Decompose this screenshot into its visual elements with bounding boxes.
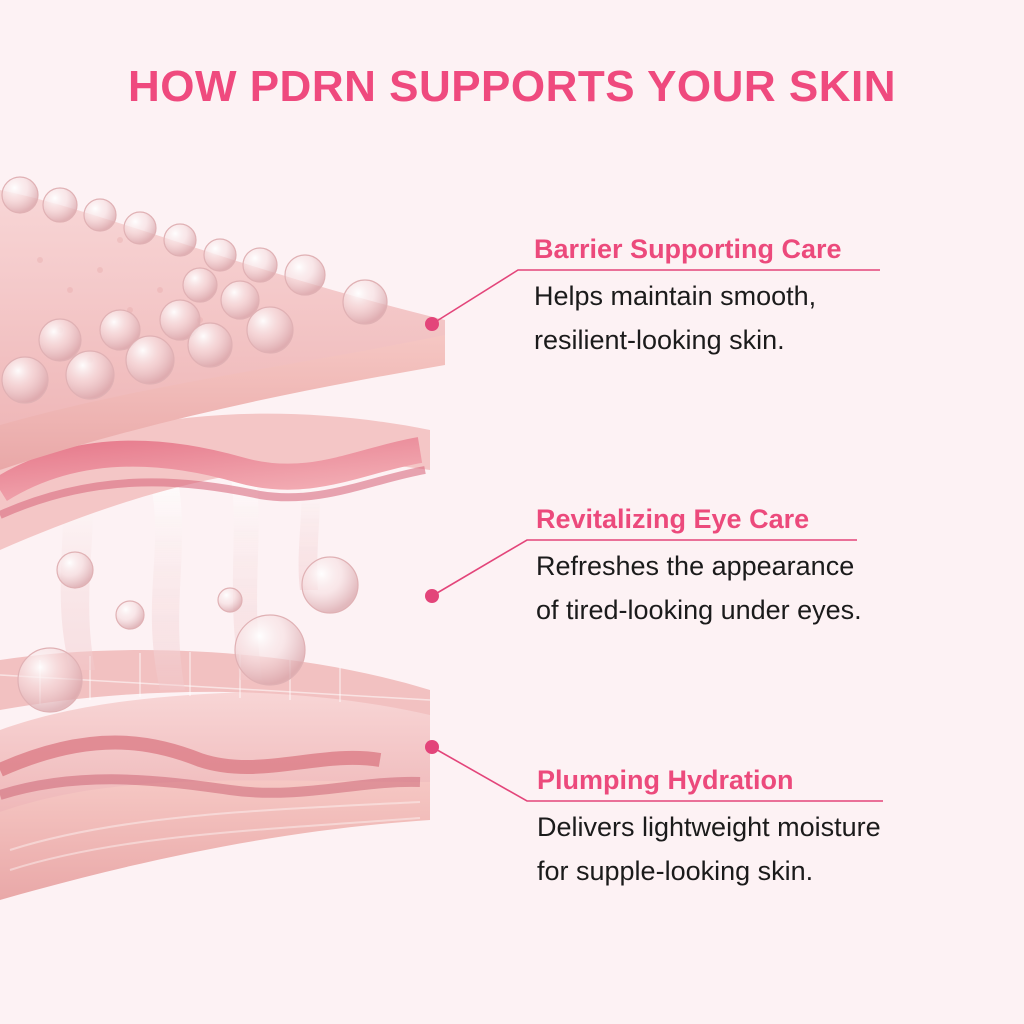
description-line: Delivers lightweight moisture [537, 812, 881, 842]
callout-dot-eye [425, 589, 439, 603]
description-line: for supple-looking skin. [537, 856, 814, 886]
description-line: of tired-looking under eyes. [536, 595, 862, 625]
upper-tissue-layer [0, 413, 430, 550]
callout-title: Plumping Hydration [537, 765, 794, 795]
hydration-bubbles-floating [17, 551, 359, 713]
callout-eye: Revitalizing Eye Care Refreshes the appe… [536, 502, 1006, 632]
description-line: Refreshes the appearance [536, 551, 855, 581]
callout-barrier: Barrier Supporting Care Helps maintain s… [534, 232, 1004, 362]
callout-description: Refreshes the appearance of tired-lookin… [536, 544, 1006, 632]
callout-title: Revitalizing Eye Care [536, 504, 810, 534]
callout-description: Helps maintain smooth, resilient-looking… [534, 274, 1004, 362]
callout-dot-barrier [425, 317, 439, 331]
page-title: HOW PDRN SUPPORTS YOUR SKIN [127, 62, 897, 111]
description-line: resilient-looking skin. [534, 325, 785, 355]
callout-title: Barrier Supporting Care [534, 234, 842, 264]
callout-dot-plumping [425, 740, 439, 754]
hydration-bubbles-top [1, 176, 388, 404]
skin-layers-illustration [0, 176, 445, 900]
callout-description: Delivers lightweight moisture for supple… [537, 805, 1007, 893]
bottom-skin-layer [0, 690, 430, 900]
callout-plumping: Plumping Hydration Delivers lightweight … [537, 763, 1007, 893]
description-line: Helps maintain smooth, [534, 281, 817, 311]
